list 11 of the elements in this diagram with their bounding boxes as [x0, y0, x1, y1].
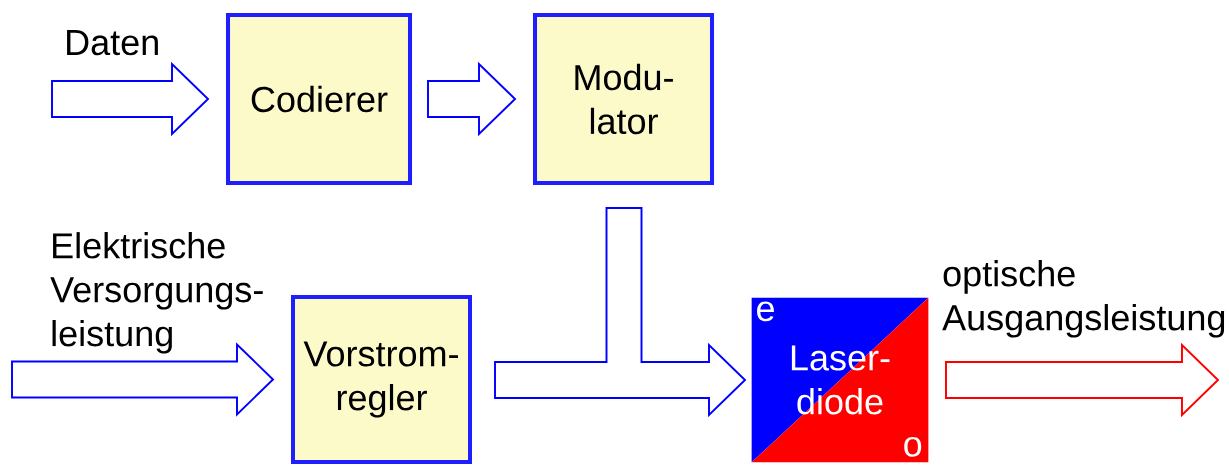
process-box: Modu- lator: [533, 12, 715, 185]
block-arrow: [945, 342, 1220, 418]
edge-label: optische Ausgangsleistung: [942, 260, 1225, 338]
block-arrow: [494, 207, 747, 418]
block-arrow: [427, 61, 517, 137]
edge-label: Elektrische Versorgungs- leistung: [50, 232, 263, 354]
block-arrow: [51, 61, 210, 137]
process-box: Codierer: [226, 12, 413, 185]
process-box: Vorstrom- regler: [291, 294, 473, 464]
edge-label: Daten: [67, 30, 158, 56]
block-arrow: [11, 342, 275, 417]
